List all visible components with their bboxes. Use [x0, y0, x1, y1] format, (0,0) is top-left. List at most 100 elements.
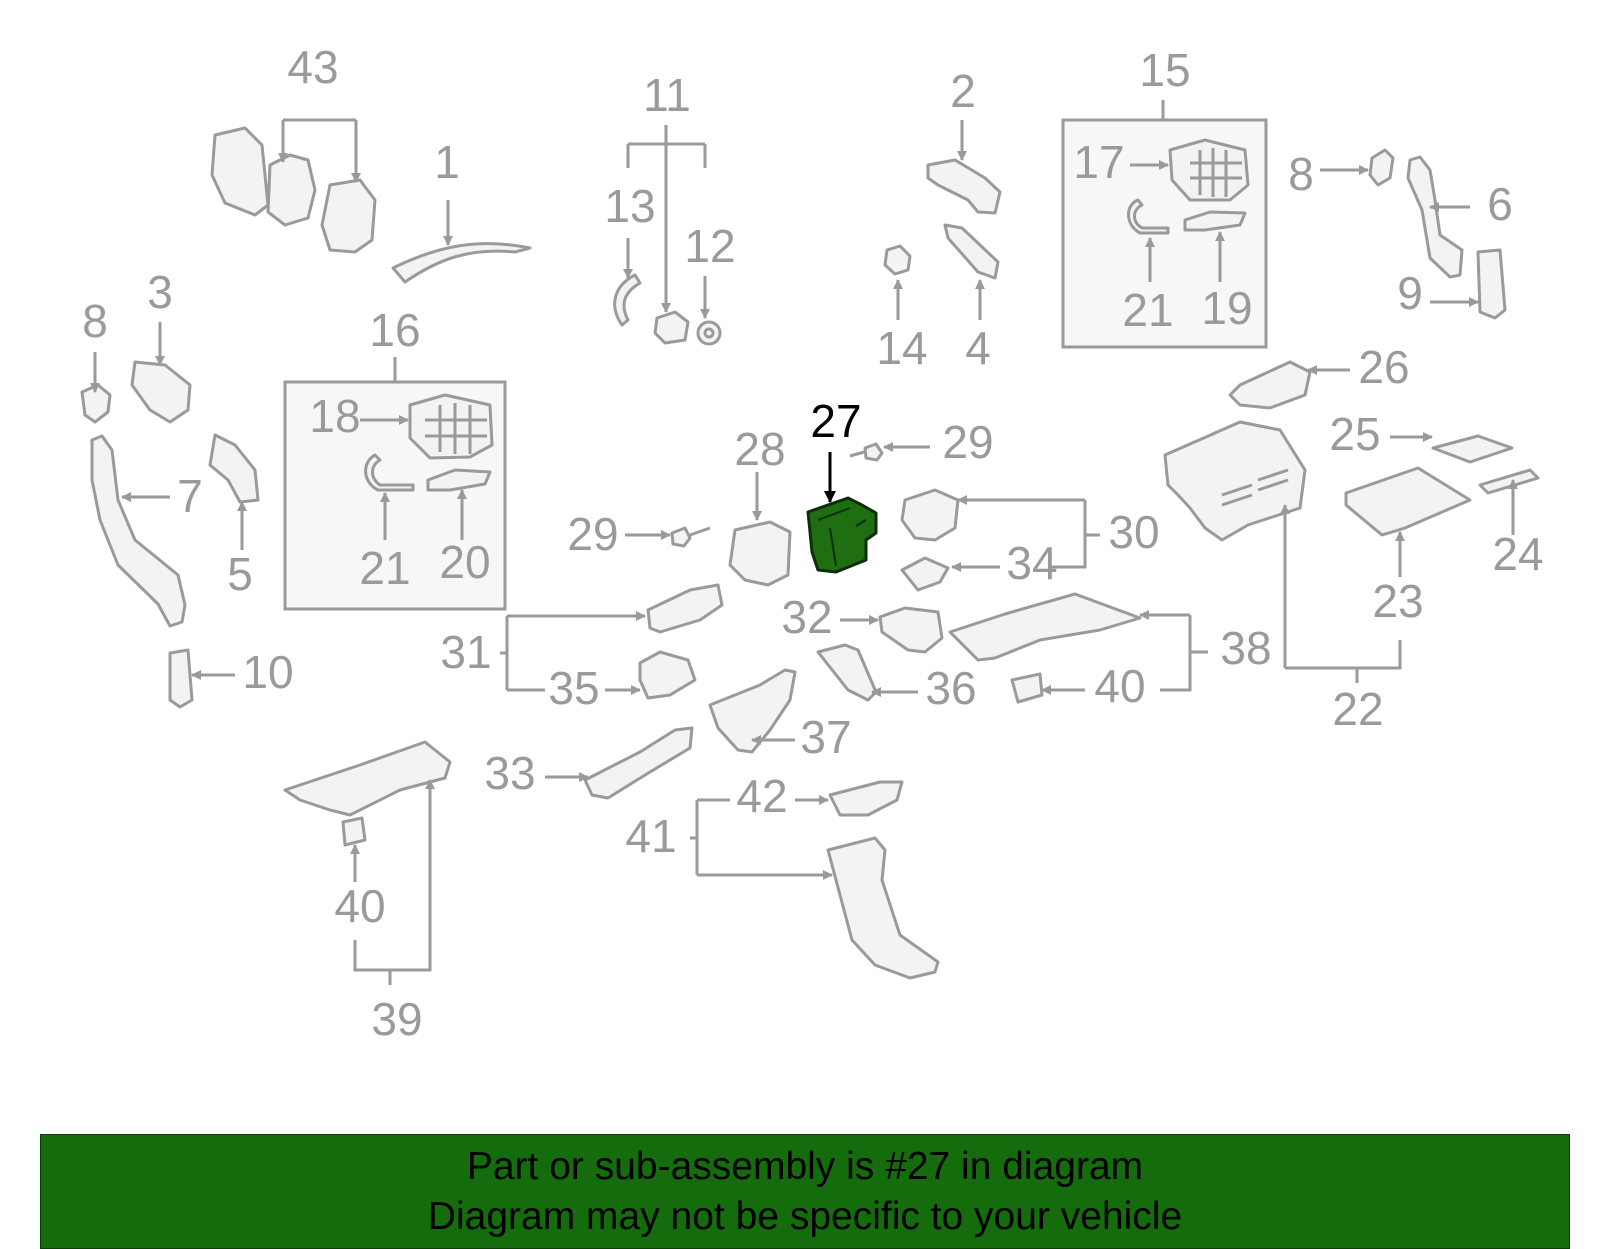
- part-22-vent-slots: [1221, 468, 1289, 507]
- label-29b: 29: [942, 416, 993, 468]
- part-17-vent: [1168, 138, 1250, 202]
- part-29b-screw: [863, 442, 884, 462]
- label-2: 2: [950, 65, 976, 117]
- part-26-panel: [1228, 360, 1312, 410]
- part-28-block: [728, 520, 792, 587]
- part-19-bracket: [1183, 210, 1247, 232]
- part-13-clip: [613, 273, 642, 327]
- part-11-nut: [653, 310, 690, 345]
- part-22-bezel: [1163, 420, 1307, 542]
- part-24-strip: [1478, 468, 1540, 495]
- label-43: 43: [287, 41, 338, 93]
- label-21b: 21: [359, 542, 410, 594]
- info-banner: Part or sub-assembly is #27 in diagram D…: [40, 1134, 1570, 1249]
- label-9: 9: [1397, 267, 1423, 319]
- part-34-trim: [900, 556, 950, 592]
- label-24: 24: [1492, 528, 1543, 580]
- label-11: 11: [643, 69, 691, 121]
- part-18-vent: [408, 393, 494, 460]
- part-25-panel: [1431, 434, 1514, 464]
- label-16: 16: [369, 304, 420, 356]
- part-41-duct: [826, 836, 940, 980]
- label-23: 23: [1372, 575, 1423, 627]
- part-35-vent: [638, 650, 697, 700]
- label-20: 20: [439, 536, 490, 588]
- label-29a: 29: [567, 508, 618, 560]
- label-26: 26: [1358, 341, 1409, 393]
- label-35: 35: [548, 662, 599, 714]
- part-9-vent: [1476, 248, 1507, 320]
- label-30: 30: [1108, 506, 1159, 558]
- part-37-duct: [708, 668, 797, 754]
- label-36: 36: [925, 662, 976, 714]
- part-10-vent: [168, 648, 194, 709]
- part-43-housing: [210, 126, 270, 217]
- label-4: 4: [965, 322, 991, 374]
- label-27[interactable]: 27: [810, 395, 861, 447]
- part-12-washer-hole: [703, 327, 715, 339]
- label-14: 14: [876, 322, 927, 374]
- part-42-panel: [828, 780, 904, 817]
- label-10: 10: [242, 646, 293, 698]
- part-31-duct: [646, 583, 724, 634]
- label-5: 5: [227, 548, 253, 600]
- part-29a-screw: [670, 526, 692, 548]
- label-40a: 40: [1094, 660, 1145, 712]
- part-7-duct: [90, 434, 187, 628]
- part-27-detail: [817, 507, 867, 567]
- part-2-duct: [926, 158, 1002, 215]
- label-22: 22: [1332, 683, 1383, 735]
- label-42: 42: [736, 770, 787, 822]
- label-8a: 8: [1288, 148, 1314, 200]
- label-12: 12: [684, 220, 735, 272]
- label-41: 41: [625, 810, 676, 862]
- label-40b: 40: [334, 880, 385, 932]
- part-20-bracket: [426, 468, 492, 492]
- part-3-vent: [130, 360, 192, 424]
- label-19: 19: [1201, 282, 1252, 334]
- label-28: 28: [734, 423, 785, 475]
- part-23-tray: [1344, 466, 1472, 537]
- part-38-console: [948, 592, 1142, 662]
- part-5-bracket: [208, 433, 260, 504]
- label-21a: 21: [1122, 284, 1173, 336]
- part-33-duct: [583, 726, 694, 800]
- part-27-highlighted[interactable]: [806, 496, 878, 574]
- part-43-ring: [266, 153, 317, 227]
- part-17-grille-lines: [1190, 148, 1242, 197]
- label-37: 37: [800, 711, 851, 763]
- label-31: 31: [440, 626, 491, 678]
- part-6-duct: [1406, 155, 1464, 279]
- part-36-bracket: [816, 643, 878, 702]
- part-21a-clip: [1127, 198, 1170, 235]
- part-40b-clip: [341, 816, 367, 847]
- banner-line-2: Diagram may not be specific to your vehi…: [427, 1194, 1183, 1238]
- part-4-bracket: [943, 223, 1000, 280]
- label-18: 18: [309, 390, 360, 442]
- label-13: 13: [604, 180, 655, 232]
- label-8b: 8: [82, 295, 108, 347]
- part-8a-clip: [1368, 148, 1395, 187]
- part-30-vent: [900, 488, 960, 542]
- part-40a-clip: [1010, 672, 1044, 704]
- part-21b-clip: [364, 453, 415, 492]
- label-17: 17: [1073, 136, 1124, 188]
- part-29b-screw-shaft: [849, 450, 865, 458]
- part-14-nut: [883, 244, 912, 276]
- label-15: 15: [1139, 44, 1190, 96]
- label-3: 3: [147, 266, 173, 318]
- part-43-filter: [320, 178, 377, 254]
- part-29a-screw-shaft: [689, 526, 711, 537]
- label-25: 25: [1329, 408, 1380, 460]
- label-1: 1: [434, 136, 460, 188]
- label-33: 33: [484, 747, 535, 799]
- label-39: 39: [371, 993, 422, 1045]
- label-7: 7: [177, 470, 203, 522]
- part-1-strip: [391, 242, 532, 284]
- banner-line-1: Part or sub-assembly is #27 in diagram: [466, 1144, 1144, 1188]
- label-38: 38: [1220, 622, 1271, 674]
- part-39-floor: [283, 740, 452, 817]
- label-6: 6: [1487, 178, 1513, 230]
- part-18-grille-lines: [425, 403, 487, 454]
